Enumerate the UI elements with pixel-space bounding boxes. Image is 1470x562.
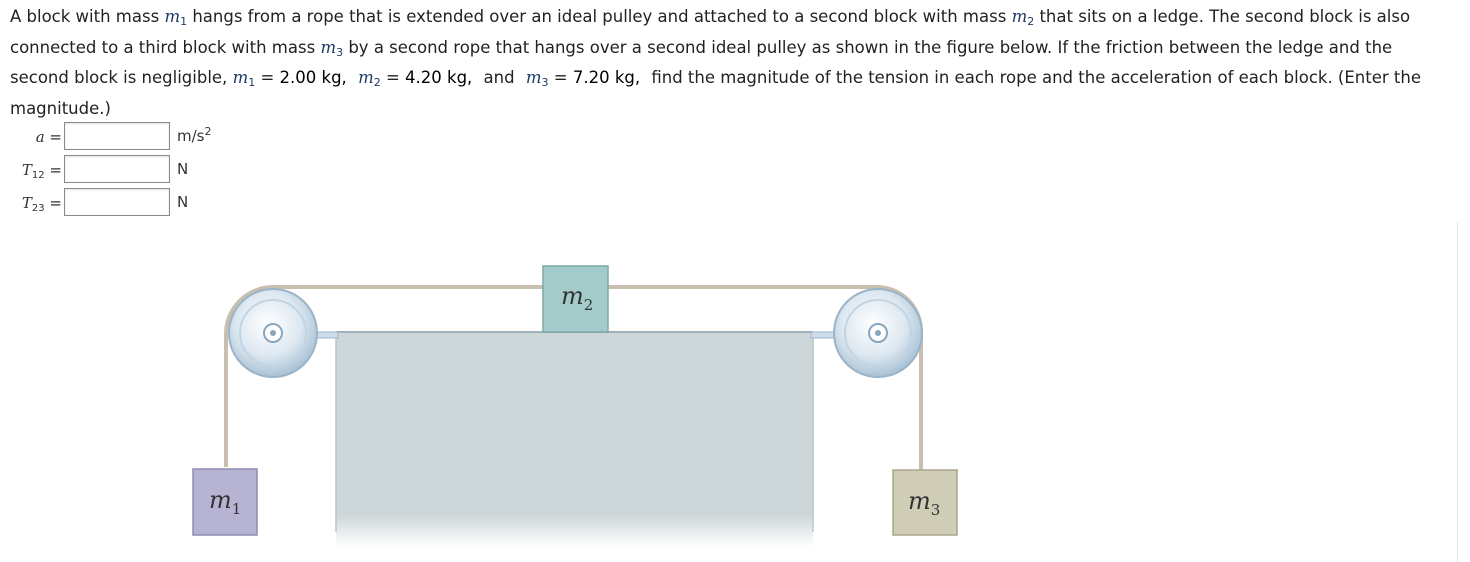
pulley-figure: m2 m1 m3	[148, 222, 1457, 562]
tension-t12-input[interactable]	[64, 155, 170, 183]
given-m2-value: 4.20 kg,	[405, 68, 473, 87]
left-pulley	[228, 288, 318, 378]
right-pulley	[833, 288, 923, 378]
tension-t12-unit: N	[177, 160, 189, 178]
tension-t23-input[interactable]	[64, 188, 170, 216]
figure-border	[1457, 222, 1458, 562]
acceleration-input[interactable]	[64, 122, 170, 150]
problem-text: find the magnitude of the tension in eac…	[10, 68, 1421, 118]
ledge	[336, 332, 813, 547]
block-m1: m1	[192, 468, 258, 536]
acceleration-unit: m/s2	[177, 125, 212, 145]
block-m3: m3	[892, 469, 958, 536]
var-m1: m1	[164, 7, 188, 28]
tension-t23-unit: N	[177, 193, 189, 211]
problem-text: A block with mass	[10, 7, 165, 26]
problem-text: that sits on a ledge. The second block i…	[10, 7, 1411, 57]
block-m2: m2	[542, 265, 609, 333]
rope-t12	[224, 285, 543, 467]
problem-text: by a second rope that hangs over a secon…	[10, 37, 1393, 88]
answer-label-acceleration: a =	[35, 128, 62, 146]
problem-statement: A block with mass m1 hangs from a rope t…	[10, 7, 1421, 118]
block-m2-label: m2	[561, 282, 593, 314]
var-m3: m3	[320, 37, 344, 59]
given-m1-value: 2.00 kg,	[279, 68, 347, 87]
given-m1: m1	[232, 68, 256, 89]
answer-label-t23: T23 =	[21, 194, 62, 214]
block-m3-label: m3	[908, 487, 940, 519]
problem-text: hangs from a rope that is extended over …	[187, 7, 1012, 26]
block-m1-label: m1	[209, 486, 241, 518]
given-m3: m3	[525, 68, 549, 89]
given-m3-value: 7.20 kg,	[572, 68, 641, 87]
given-m2: m2	[358, 68, 381, 89]
var-m2: m2	[1011, 7, 1035, 28]
answer-label-t12: T12 =	[21, 161, 62, 181]
